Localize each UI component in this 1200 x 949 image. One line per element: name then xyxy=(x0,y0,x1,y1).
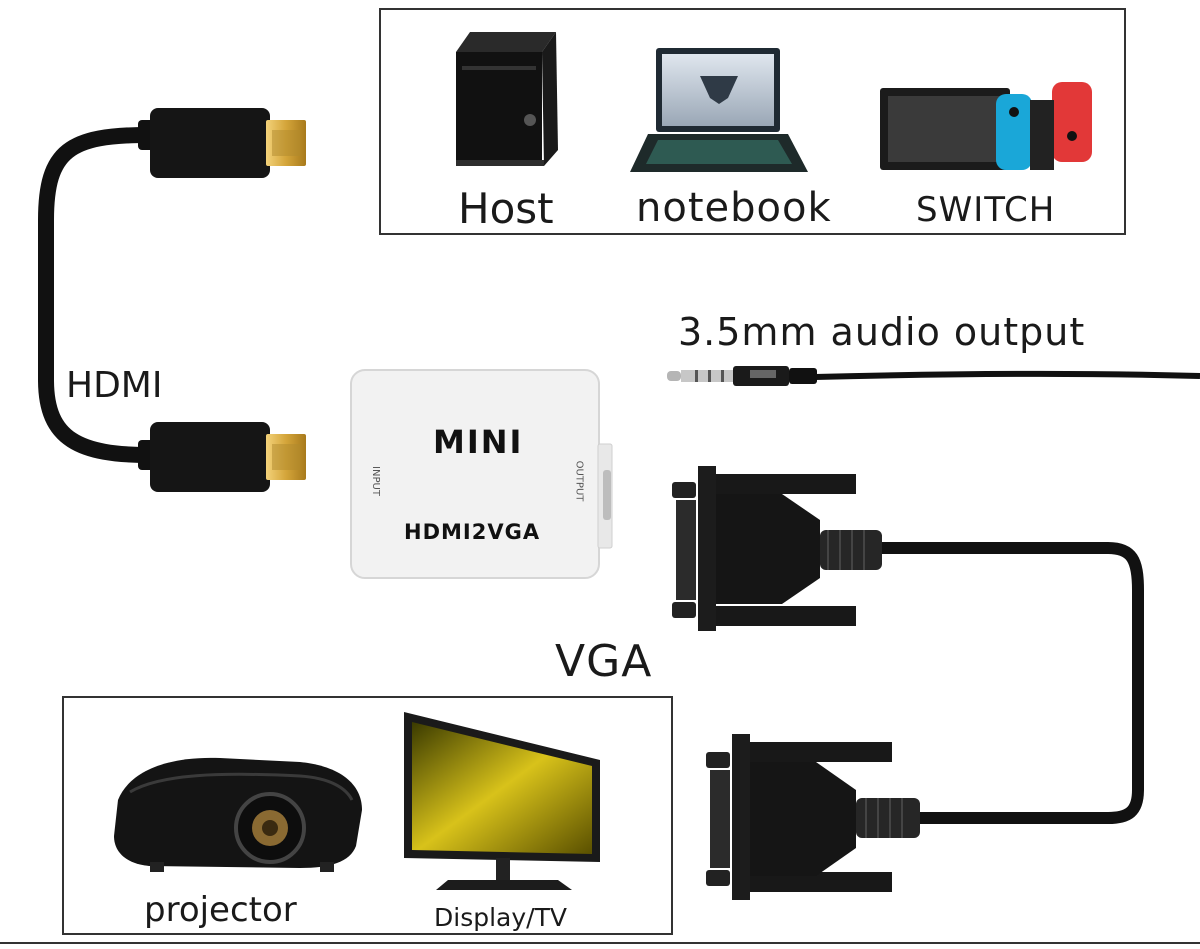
hdmi-label: HDMI xyxy=(66,365,163,406)
adapter-input-port-label: INPUT xyxy=(369,466,381,496)
vga-connector-top-icon xyxy=(672,466,882,631)
notebook-label: notebook xyxy=(636,185,832,231)
vga-connector-bottom-icon xyxy=(706,734,920,900)
laptop-icon xyxy=(630,48,808,172)
switch-label: SWITCH xyxy=(916,190,1056,230)
vga-label: VGA xyxy=(555,636,653,687)
audio-output-label: 3.5mm audio output xyxy=(678,310,1086,354)
monitor-icon xyxy=(404,712,600,890)
source-devices-frame xyxy=(379,8,1126,235)
hdmi-cable xyxy=(38,127,158,463)
projector-label: projector xyxy=(144,890,297,930)
host-label: Host xyxy=(458,184,554,233)
game-console-icon xyxy=(880,82,1092,170)
adapter-output-port-label: OUTPUT xyxy=(573,460,585,502)
hdmi-plug-bottom-icon xyxy=(138,422,306,492)
adapter-model-label: HDMI2VGA xyxy=(404,520,541,544)
desktop-tower-icon xyxy=(456,32,558,166)
adapter-brand-label: MINI xyxy=(433,423,524,461)
adapter-icon xyxy=(350,369,613,579)
output-devices-frame xyxy=(62,696,673,935)
vga-cable xyxy=(880,542,1144,824)
audio-jack-icon xyxy=(667,366,1200,386)
hdmi-plug-top-icon xyxy=(138,108,306,178)
projector-icon xyxy=(114,757,362,872)
display-tv-label: Display/TV xyxy=(434,903,567,932)
